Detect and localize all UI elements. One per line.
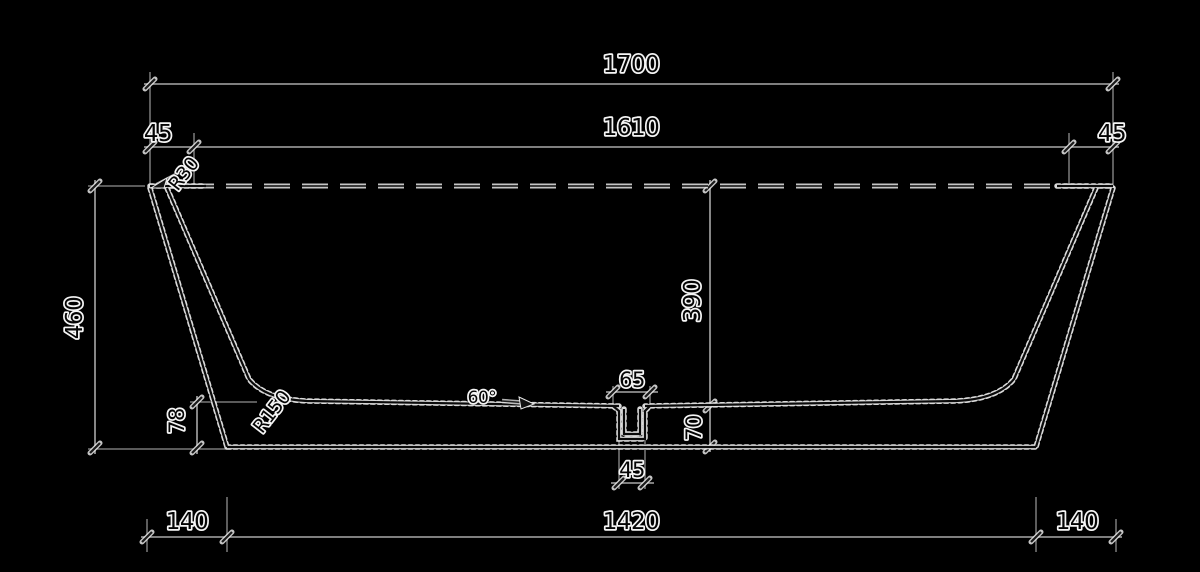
label-drain-recess-width: 65 [619,368,645,392]
left-outer-wall [148,187,229,448]
label-overall-length: 1700 [603,52,660,78]
dimension-lines [94,83,1122,538]
drain-recess [612,405,651,441]
label-rim-overhang-left: 45 [144,121,172,147]
angle-arrowhead [518,396,536,410]
dimension-labels: 1700 1610 45 45 460 390 70 78 R30 R150 6… [60,50,1128,536]
right-inner-wall [644,187,1098,408]
label-rim-overhang-right: 45 [1098,121,1126,147]
extension-lines [88,72,1117,552]
dimension-ticks [87,76,1124,545]
label-base-offset-right: 140 [1056,509,1098,535]
label-skirt-height: 78 [165,408,189,434]
left-inner-wall [165,187,620,408]
label-bottom-corner-radius: R150 [249,387,296,438]
label-base-thickness: 70 [682,415,706,441]
r30-arrowhead [149,176,168,189]
right-outer-wall [1034,187,1115,448]
label-base-length: 1420 [603,509,660,535]
label-rim-top-length: 1610 [603,115,660,141]
label-inner-depth: 390 [680,280,706,322]
label-overall-height: 460 [62,297,88,339]
label-bottom-slope-angle: 60° [468,388,497,408]
tub-outline [147,183,1116,450]
label-drain-width: 45 [619,458,645,482]
leader-arrows [149,173,536,410]
label-base-offset-left: 140 [166,509,208,535]
